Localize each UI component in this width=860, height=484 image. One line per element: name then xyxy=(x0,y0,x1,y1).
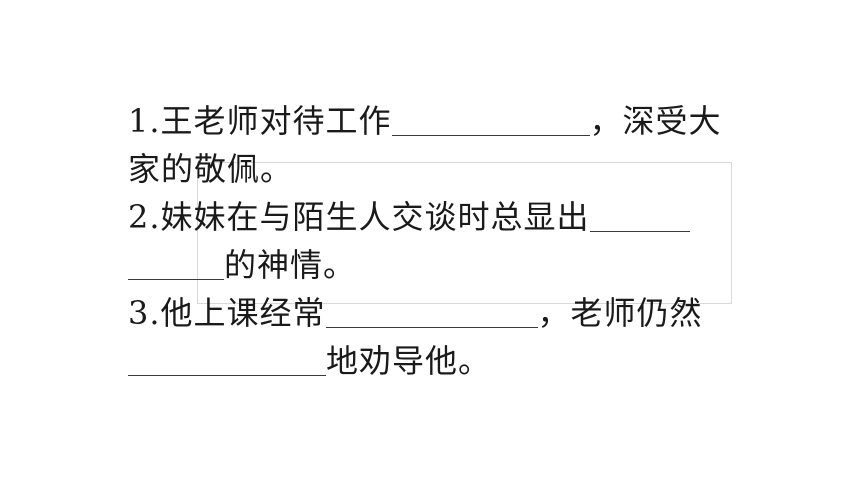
question-2-number: 2. xyxy=(128,198,161,236)
question-3-line-2: 地劝导他。 xyxy=(128,337,738,385)
question-1-text: 王老师对待工作 xyxy=(160,102,392,140)
question-1-text-after: ，深受大 xyxy=(589,102,722,140)
question-2-text-after: 的神情。 xyxy=(224,246,357,284)
question-2-line-2: 的神情。 xyxy=(128,241,738,289)
question-1-line-1: 1.王老师对待工作 ，深受大 xyxy=(128,97,738,145)
question-2-text: 妹妹在与陌生人交谈时总显出 xyxy=(160,198,590,236)
question-3-blank-2[interactable] xyxy=(128,341,326,376)
question-1-number: 1. xyxy=(128,102,161,140)
question-3-text: 他上课经常 xyxy=(160,294,326,332)
question-2-line-1: 2.妹妹在与陌生人交谈时总显出 xyxy=(128,193,738,241)
question-2-blank-part-1[interactable] xyxy=(589,197,690,232)
question-3-text-middle: ，老师仍然 xyxy=(537,294,703,332)
fill-in-blank-exercise: 1.王老师对待工作 ，深受大 家的敬佩。 2.妹妹在与陌生人交谈时总显出 的神情。… xyxy=(128,97,738,385)
question-1-line-2: 家的敬佩。 xyxy=(128,145,738,193)
question-3-line-1: 3.他上课经常 ，老师仍然 xyxy=(128,289,738,337)
question-1-blank[interactable] xyxy=(391,101,590,136)
question-3-blank-1[interactable] xyxy=(325,293,538,328)
question-3-text-after: 地劝导他。 xyxy=(326,342,492,380)
question-1-text-continued: 家的敬佩。 xyxy=(128,150,294,188)
question-3-number: 3. xyxy=(128,294,161,332)
question-2-blank-part-2[interactable] xyxy=(128,245,224,280)
